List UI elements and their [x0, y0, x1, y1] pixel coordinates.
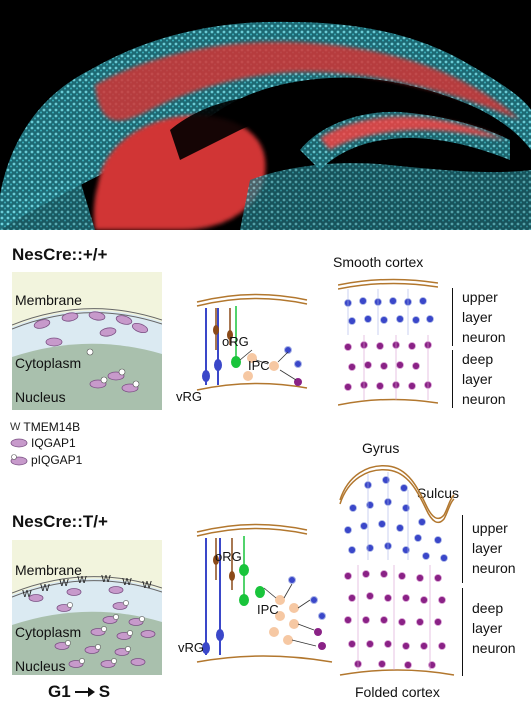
wt-upper-layer-label: upper layer neuron [462, 287, 506, 347]
left-tissue [0, 180, 95, 230]
mt-upper-line3: neuron [472, 560, 516, 576]
smooth-cortex-title: Smooth cortex [333, 254, 424, 270]
piqgap1-ellipse-icon [10, 454, 28, 466]
wt-deep-bracket [452, 350, 453, 408]
smooth-cortex-svg [337, 278, 439, 406]
folded-cortex-label: Folded cortex [355, 684, 440, 700]
mt-deep-line3: neuron [472, 640, 516, 656]
legend-item-piqgap1: pIQGAP1 [10, 453, 82, 467]
wt-nucleus-label: Nucleus [15, 389, 66, 405]
wt-upper-line3: neuron [462, 329, 506, 345]
mutant-lineage-panel [192, 520, 342, 670]
legend-label-iqgap1: IQGAP1 [31, 436, 76, 450]
phase-from: G1 [48, 682, 71, 701]
tmem14b-symbol-icon: W [10, 421, 21, 433]
ventricle-gap [170, 95, 340, 160]
wildtype-lineage-svg [196, 293, 308, 391]
phase-to: S [98, 682, 111, 701]
wildtype-cell-svg [11, 272, 163, 410]
legend-item-tmem14b: W TMEM14B [10, 420, 80, 434]
folded-cortex-panel [338, 460, 456, 682]
wt-deep-line2: layer [462, 371, 493, 387]
mt-deep-line2: layer [472, 620, 503, 636]
wt-upper-bracket [452, 288, 453, 346]
legend-label-tmem14b: TMEM14B [23, 420, 81, 434]
legend: W TMEM14B IQGAP1 pIQGAP1 [10, 420, 130, 480]
gyrus-label: Gyrus [362, 440, 400, 456]
wildtype-title: NesCre::+/+ [12, 245, 108, 264]
mt-deep-line1: deep [472, 600, 504, 616]
mt-cytoplasm-label: Cytoplasm [15, 624, 82, 640]
mt-nucleus-label: Nucleus [15, 658, 66, 674]
wt-upper-line1: upper [462, 289, 498, 305]
svg-text:W: W [59, 578, 69, 589]
mt-deep-layer-label: deep layer neuron [472, 598, 516, 658]
cortex-red-band [95, 41, 520, 121]
svg-text:W: W [101, 574, 111, 585]
smooth-cortex-panel [337, 275, 439, 410]
wildtype-lineage-panel [192, 290, 312, 395]
iqgap1-ellipse-icon [10, 438, 28, 448]
sulcus-label: Sulcus [417, 485, 460, 501]
wt-deep-line1: deep [462, 351, 494, 367]
cell-cycle-phase: G1 S [48, 682, 110, 702]
inner-red-band [320, 116, 505, 150]
mt-upper-line2: layer [472, 540, 503, 556]
mt-membrane-label: Membrane [15, 562, 82, 578]
mutant-lineage-svg [196, 523, 333, 663]
wt-deep-line3: neuron [462, 391, 506, 407]
mt-upper-line1: upper [472, 520, 508, 536]
svg-text:W: W [77, 575, 87, 586]
brain-section-svg [0, 0, 531, 231]
mt-upper-layer-label: upper layer neuron [472, 518, 516, 578]
wt-org-label: oRG [222, 334, 249, 349]
wt-ipc-label: IPC [248, 358, 270, 373]
svg-text:W: W [142, 580, 152, 591]
lower-tissue [240, 163, 531, 230]
wt-membrane-label: Membrane [15, 292, 82, 308]
legend-label-piqgap1: pIQGAP1 [31, 453, 83, 467]
brain-section-image [0, 0, 531, 231]
svg-text:W: W [22, 589, 32, 600]
mt-vrg-label: vRG [178, 640, 204, 655]
mutant-title: NesCre::T/+ [12, 512, 108, 531]
arrow-right-icon [74, 687, 95, 697]
wt-cytoplasm-label: Cytoplasm [15, 355, 82, 371]
mt-deep-bracket [462, 588, 463, 676]
wt-vrg-label: vRG [176, 389, 202, 404]
striatum-red-region [93, 115, 266, 230]
folded-cortex-svg [339, 465, 455, 676]
legend-item-iqgap1: IQGAP1 [10, 436, 76, 450]
wt-deep-layer-label: deep layer neuron [462, 349, 506, 409]
svg-text:W: W [40, 583, 50, 594]
mt-ipc-label: IPC [257, 602, 279, 617]
wt-upper-line2: layer [462, 309, 493, 325]
mt-upper-bracket [462, 515, 463, 583]
svg-text:W: W [122, 577, 132, 588]
wildtype-cell-panel [11, 272, 163, 410]
mt-org-label: oRG [215, 549, 242, 564]
